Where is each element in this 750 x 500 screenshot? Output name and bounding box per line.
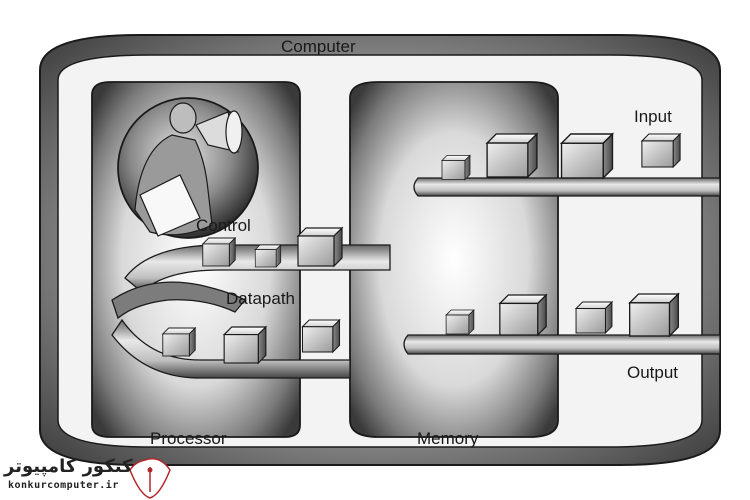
watermark-brand: کنکور کامپیوتر [4,456,133,477]
output-data-block [499,294,547,336]
output-label: Output [627,363,679,382]
datapath-data-block [301,319,341,353]
input-data-block [441,155,471,180]
computer-label: Computer [281,37,356,56]
datapath-belt-curve [111,281,247,320]
datapath-data-block [254,244,282,268]
processor-label: Processor [150,429,227,448]
memory-label: Memory [417,429,479,448]
input-conveyor [413,177,721,197]
input-data-block [641,133,681,168]
control-label: Control [196,216,251,235]
datapath-data-block [223,326,267,364]
datapath-data-block [202,237,236,267]
control-figure [117,97,259,239]
datapath-label: Datapath [226,289,295,308]
input-data-block [560,133,614,179]
datapath-belt-lower [111,318,351,379]
datapath-data-block [162,327,196,357]
watermark-logo-icon [129,458,171,499]
input-label: Input [634,107,672,126]
output-data-block [575,301,613,334]
output-data-block [629,293,679,337]
datapath-data-block [297,227,343,267]
output-conveyor [403,334,721,355]
watermark-url: konkurcomputer.ir [8,480,119,491]
input-data-block [486,133,538,178]
output-data-block [445,309,475,335]
